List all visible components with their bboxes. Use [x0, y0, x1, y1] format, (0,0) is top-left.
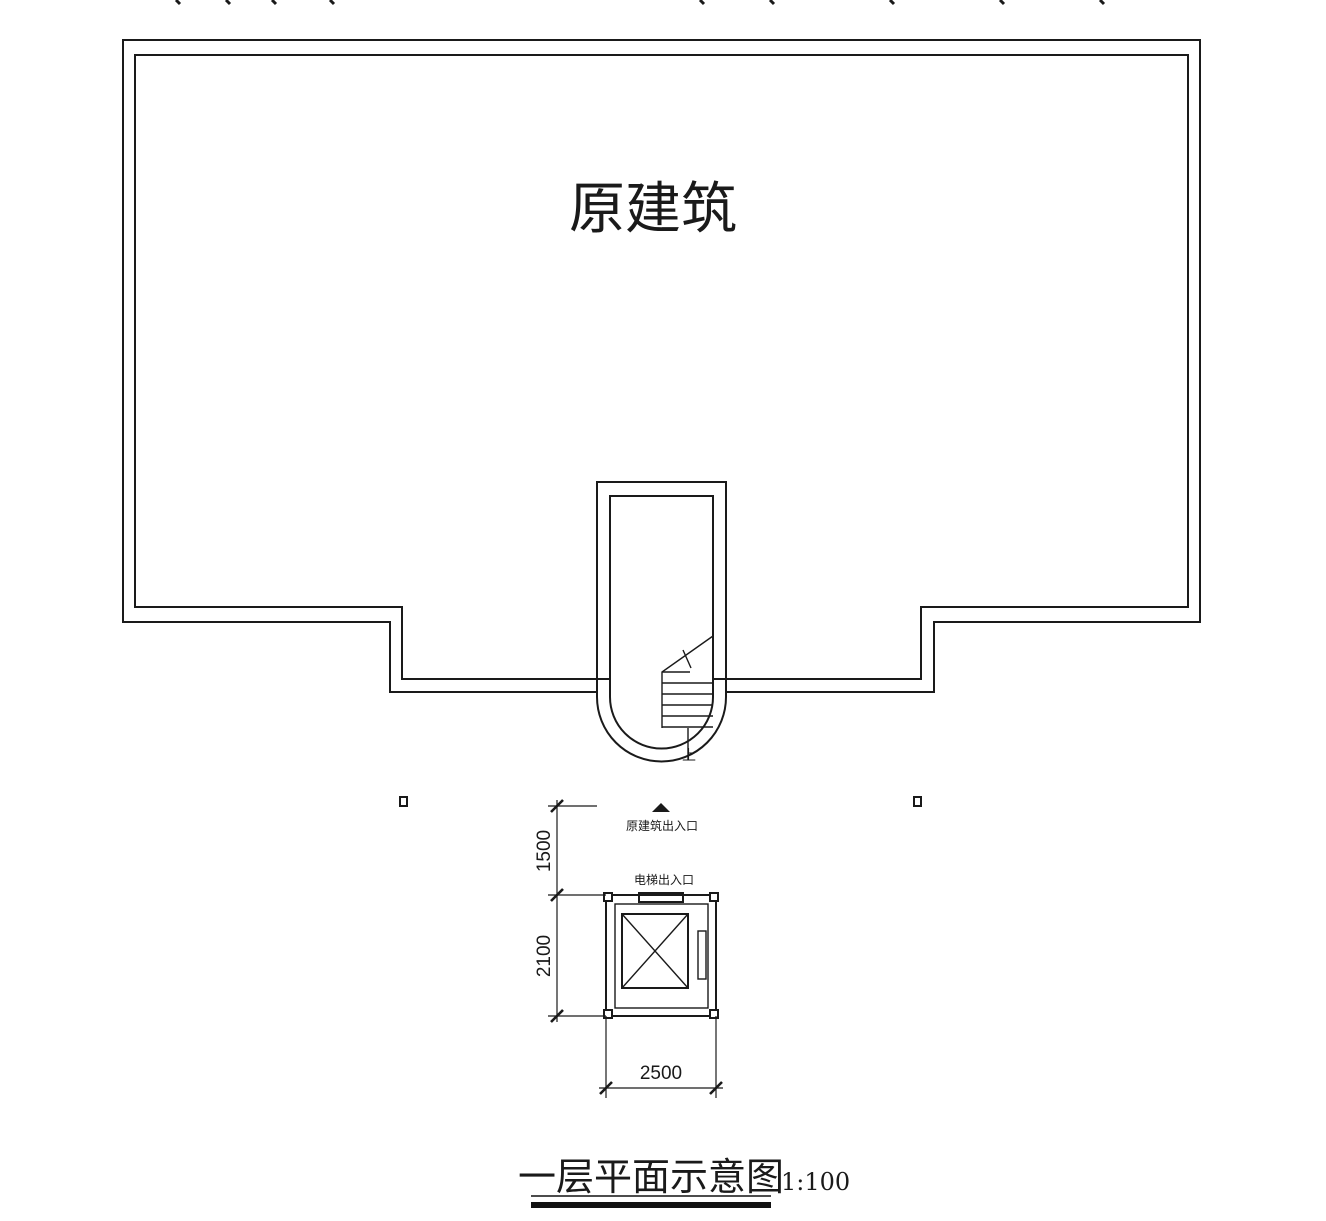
elevator-door [638, 892, 684, 903]
stair-tower-outer-wall [596, 481, 727, 692]
building-entrance-label: 原建筑出入口 [626, 818, 698, 833]
stair: 上 [661, 635, 714, 764]
stair-tower-inner-wall [609, 495, 714, 679]
dimension-1500: 1500 [534, 830, 555, 872]
horizontal-dimension [599, 1016, 723, 1098]
original-building [122, 39, 1201, 763]
drawing-title: 一层平面示意图 [518, 1155, 784, 1199]
dimension-2500: 2500 [640, 1063, 682, 1084]
building-entrance-arrow-icon [652, 803, 670, 812]
elevator-entrance-label: 电梯出入口 [634, 873, 694, 887]
elevator-inner-wall [614, 903, 709, 1009]
cropped-top-marks [174, 0, 1106, 6]
column-marker-left [399, 796, 408, 807]
stair-up-label: 上 [682, 748, 696, 764]
building-label: 原建筑 [569, 177, 737, 242]
elevator-outer-wall [605, 894, 717, 1017]
vertical-dimension [548, 799, 606, 1023]
column-marker-right [913, 796, 922, 807]
building-inner-wall [134, 54, 1189, 750]
elevator [603, 892, 719, 1019]
drawing-scale: 1:100 [781, 1168, 850, 1196]
dimension-2100: 2100 [534, 935, 555, 977]
elevator-car [621, 913, 689, 989]
elevator-side-panel [697, 930, 707, 980]
building-outer-wall [122, 39, 1201, 763]
